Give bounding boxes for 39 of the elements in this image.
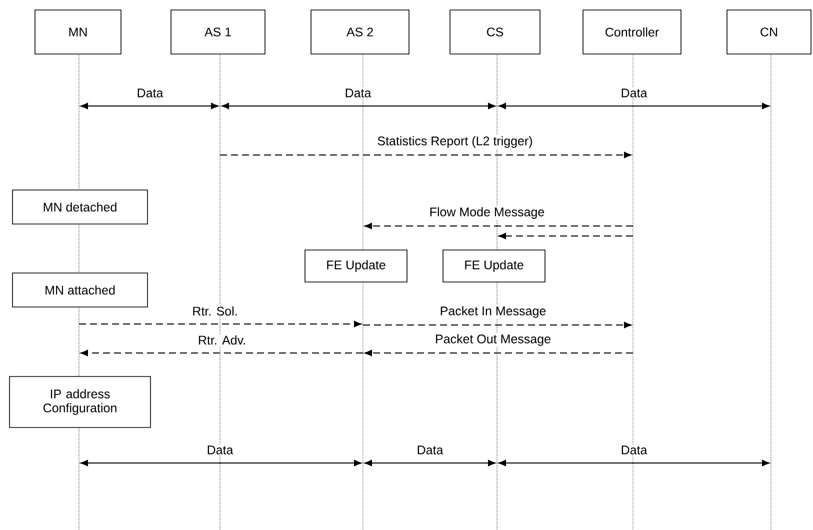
arrow <box>364 350 634 356</box>
arrow <box>498 460 770 466</box>
edge-label: Packet In Message <box>438 305 548 319</box>
arrow <box>362 322 632 328</box>
arrow <box>80 350 364 356</box>
note-box: IP address Configuration <box>9 376 151 428</box>
participant-box: CS <box>450 10 540 54</box>
edge-label: Rtr. Adv. <box>196 334 248 346</box>
edge-label: Data <box>620 88 648 98</box>
participant-box: MN <box>34 10 122 54</box>
arrow <box>221 102 496 110</box>
edge-label: Statistics Report (L2 trigger) <box>376 135 534 149</box>
edge-label: Flow Mode Message <box>428 206 546 220</box>
arrow <box>80 460 362 466</box>
note-box: FE Update <box>442 250 546 282</box>
edge-label: Rtr. Sol. <box>191 305 239 317</box>
participant-box: AS 1 <box>170 10 266 54</box>
edge-label: Data <box>136 88 164 98</box>
participant-box: CN <box>726 10 812 54</box>
arrow <box>220 152 632 158</box>
edge-label: Data <box>416 444 444 456</box>
arrow <box>498 102 770 110</box>
edge-label: Packet Out Message <box>434 333 552 347</box>
arrow <box>364 460 496 466</box>
lifeline <box>632 54 634 530</box>
edge-label: Data <box>620 444 648 456</box>
arrow <box>364 222 634 230</box>
note-box: MN detached <box>12 190 148 224</box>
arrow <box>78 320 362 328</box>
lifeline <box>770 54 772 530</box>
edge-label: Data <box>344 88 372 98</box>
arrow <box>498 232 634 240</box>
lifeline <box>362 54 364 530</box>
arrow <box>80 102 219 110</box>
participant-box: AS 2 <box>310 10 410 54</box>
participant-box: Controller <box>582 10 682 54</box>
note-box: MN attached <box>12 272 148 308</box>
note-box: FE Update <box>304 250 408 282</box>
edge-label: Data <box>206 444 234 456</box>
